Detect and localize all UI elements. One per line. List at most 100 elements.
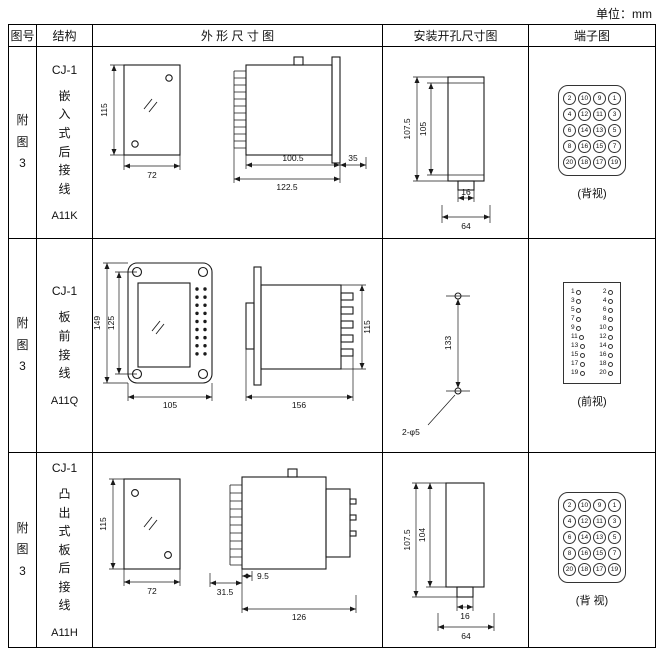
outline-cell-row2: 149 125 105 156 115 (93, 239, 383, 453)
terminal-pin: 4 (563, 107, 576, 121)
terminal-hole-icon (608, 371, 613, 376)
dim-height-inner: 125 (106, 315, 116, 329)
model-code: A11K (51, 210, 78, 223)
terminal-pin: 4 (563, 515, 576, 528)
terminal-hole-icon (608, 335, 613, 340)
terminal-row: 5 6 (571, 307, 613, 314)
mounting-holes (445, 292, 470, 394)
terminal-pin: 18 (578, 155, 591, 169)
dim-body-height: 115 (362, 319, 372, 333)
header-mounting: 安装开孔尺寸图 (383, 25, 529, 47)
model-name: CJ-1 (51, 284, 78, 299)
terminal-pin: 6 (563, 531, 576, 544)
mounting-drawing-a11k: 107.5 105 16 64 (402, 75, 490, 231)
figure-number-char: 图 (16, 337, 29, 352)
front-view (122, 63, 181, 156)
figure-number-char: 附 (16, 520, 29, 535)
terminal-pin: 15 (593, 547, 606, 560)
terminal-hole-icon (608, 326, 613, 331)
terminal-number: 11 (571, 333, 578, 341)
terminal-right: 2 (603, 289, 613, 296)
terminal-left: 15 (571, 352, 585, 359)
structure-char: 线 (58, 181, 71, 196)
dim-width: 72 (147, 586, 157, 596)
terminal-number: 4 (602, 297, 607, 305)
outline-cell-row3: 115 72 31.5 9.5 126 (93, 453, 383, 647)
cutout-view (446, 75, 485, 191)
terminal-pin: 15 (593, 139, 606, 153)
terminal-hole-icon (579, 344, 585, 349)
structure-char: 嵌 (58, 88, 71, 103)
dimension-lines (109, 64, 366, 183)
terminal-number: 19 (571, 369, 579, 377)
terminal-left: 7 (571, 315, 582, 323)
figure-number-char: 3 (19, 563, 26, 578)
terminal-hole-icon (579, 362, 585, 367)
structure-char: 接 (58, 163, 71, 178)
terminal-number: 20 (599, 369, 607, 377)
dim-hole-height-outer: 107.5 (402, 529, 412, 551)
terminal-pin: 3 (608, 515, 621, 528)
dim-height: 115 (99, 102, 109, 116)
dim-height-outer: 149 (94, 315, 102, 329)
terminal-number: 17 (571, 360, 579, 368)
terminal-left: 11 (571, 333, 585, 341)
terminal-pin: 8 (563, 547, 576, 560)
terminal-row: 19 20 (571, 370, 613, 377)
terminal-pin: 11 (593, 107, 606, 121)
structure-char: 后 (58, 561, 71, 576)
terminal-number: 13 (571, 342, 579, 350)
structure-char: 式 (58, 524, 71, 539)
structure-char: 板 (58, 310, 71, 325)
header-terminal: 端子图 (529, 25, 655, 47)
terminal-hole-icon (608, 353, 613, 358)
dim-hole-height-inner: 105 (418, 121, 428, 135)
header-fig: 图号 (9, 25, 37, 47)
terminal-number: 10 (599, 324, 607, 332)
terminal-pin: 17 (593, 563, 606, 576)
terminal-hole-icon (579, 353, 585, 358)
terminal-pin: 12 (578, 515, 591, 528)
dimension-lines (412, 76, 490, 223)
terminal-pin: 1 (608, 499, 621, 512)
structure-char: 板 (58, 542, 71, 557)
view-caption: (背视) (577, 187, 607, 200)
terminal-pin: 19 (608, 563, 621, 576)
front-view (126, 261, 213, 384)
terminal-row: 17 18 (571, 361, 613, 368)
terminal-hole-icon (608, 317, 613, 322)
dim-depth-outer: 122.5 (276, 182, 298, 192)
model-code: A11Q (50, 394, 79, 407)
outline-cell-row1: 115 72 100.5 122.5 35 (93, 47, 383, 239)
terminal-number: 5 (571, 306, 575, 314)
terminal-number: 9 (571, 324, 575, 332)
terminal-number: 18 (599, 360, 607, 368)
terminal-pin: 7 (608, 139, 621, 153)
terminal-number: 16 (599, 351, 607, 359)
terminal-right: 16 (599, 352, 613, 359)
terminal-pin: 19 (608, 155, 621, 169)
terminal-number: 7 (571, 315, 575, 323)
view-caption: (背 视) (575, 595, 609, 607)
terminal-pin: 13 (593, 531, 606, 544)
model-code: A11H (51, 627, 78, 640)
mounting-cell-row3: 107.5 104 16 64 (383, 453, 529, 647)
terminal-left: 3 (571, 298, 582, 305)
terminal-pin: 20 (563, 155, 576, 169)
model-name: CJ-1 (51, 460, 78, 475)
terminal-row: 1 2 (571, 289, 613, 296)
mounting-drawing-a11h: 107.5 104 16 64 (402, 482, 494, 641)
figure-number-char: 附 (16, 316, 29, 331)
terminal-hole-icon (608, 299, 613, 304)
dimension-lines (411, 482, 494, 631)
structure-char: 线 (58, 366, 71, 381)
terminal-number: 14 (599, 342, 607, 350)
terminal-pin: 9 (593, 91, 606, 105)
terminal-right: 10 (599, 325, 613, 332)
terminal-pin: 11 (593, 515, 606, 528)
